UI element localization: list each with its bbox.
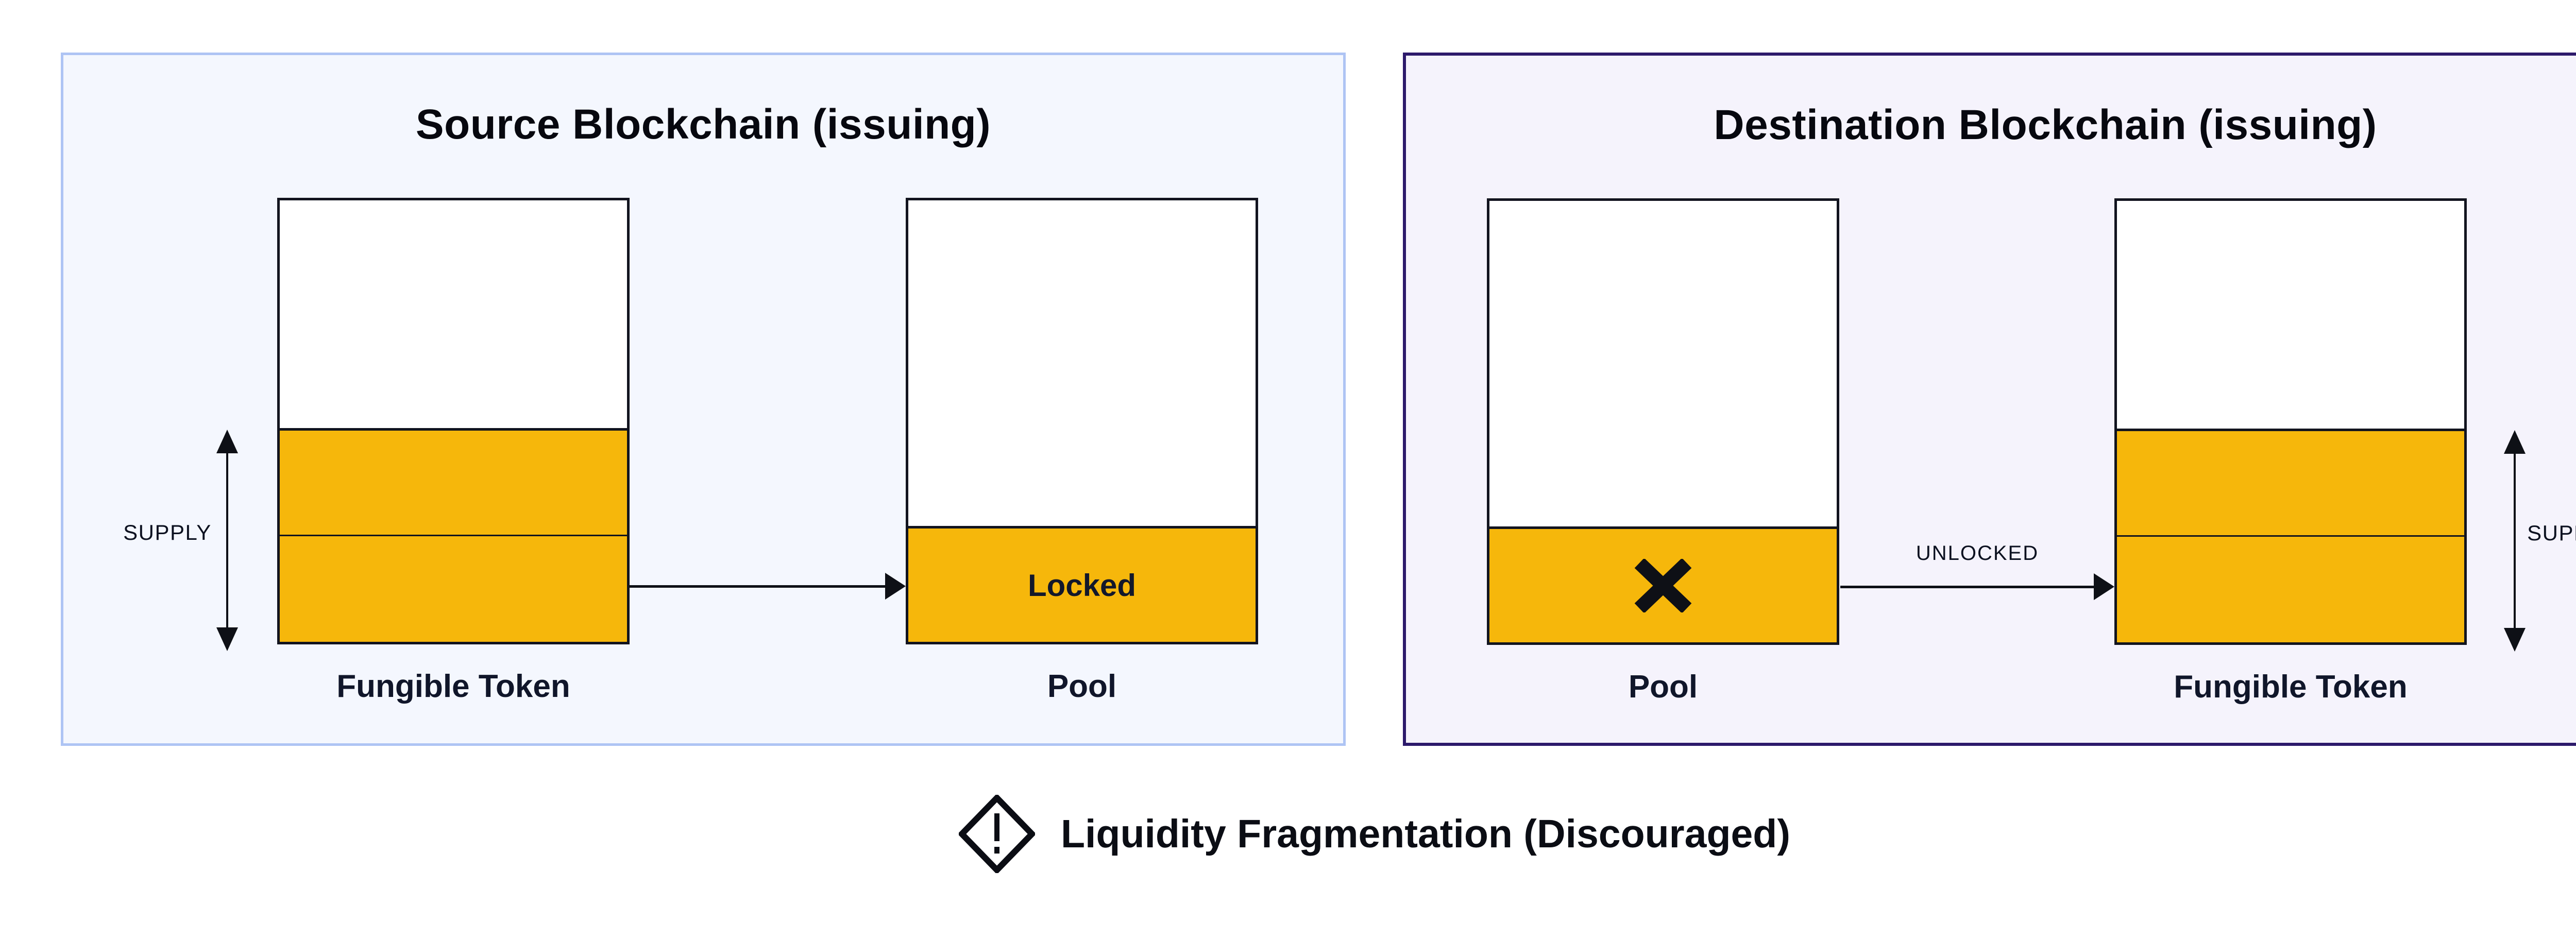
double-arrow-vertical-icon — [2503, 430, 2526, 652]
destination-fungible-token-box — [2114, 198, 2467, 645]
caption-text: Liquidity Fragmentation (Discouraged) — [1060, 811, 1790, 856]
destination-panel-title: Destination Blockchain (issuing) — [1714, 101, 2377, 148]
source-pool-locked-segment: Locked — [908, 526, 1256, 642]
source-blockchain-panel: Source Blockchain (issuing) Locked SUPPL… — [61, 53, 1346, 746]
caption: Liquidity Fragmentation (Discouraged) — [0, 795, 2576, 873]
destination-token-box-label: Fungible Token — [2174, 669, 2408, 705]
source-fungible-token-box — [277, 198, 630, 644]
destination-pool-box-label: Pool — [1628, 669, 1698, 705]
source-pool-empty-segment — [908, 200, 1256, 526]
destination-token-supply-upper-segment — [2117, 429, 2464, 535]
arrow-head — [885, 573, 906, 600]
source-token-box-label: Fungible Token — [336, 669, 570, 704]
unlocked-label: UNLOCKED — [1916, 542, 2039, 565]
arrow-shaft — [2514, 450, 2516, 632]
double-arrow-vertical-icon — [216, 430, 239, 651]
source-token-supply-upper-segment — [280, 428, 627, 535]
destination-token-supply-lower-segment — [2117, 535, 2464, 642]
source-panel-title: Source Blockchain (issuing) — [415, 101, 991, 148]
arrow-head-down — [216, 627, 238, 651]
arrow-head — [2094, 573, 2114, 600]
source-pool-box: Locked — [906, 198, 1258, 644]
destination-pool-box — [1487, 198, 1839, 645]
arrow-shaft — [1840, 585, 2096, 588]
arrow-head-down — [2504, 628, 2526, 652]
destination-pool-unlocked-segment — [1489, 526, 1837, 642]
source-token-supply-lower-segment — [280, 535, 627, 642]
source-supply-label: SUPPLY — [123, 520, 212, 544]
source-token-unminted-segment — [280, 200, 627, 428]
destination-token-unminted-segment — [2117, 201, 2464, 429]
destination-pool-empty-segment — [1489, 201, 1837, 526]
arrow-shaft — [630, 585, 887, 588]
arrow-right-icon — [630, 572, 906, 601]
destination-blockchain-panel: Destination Blockchain (issuing) UNLOCKE… — [1403, 53, 2576, 746]
arrow-right-icon — [1840, 572, 2114, 601]
arrow-shaft — [226, 449, 228, 632]
locked-label: Locked — [1027, 568, 1137, 603]
x-mark-icon — [1634, 559, 1692, 612]
source-pool-box-label: Pool — [1047, 669, 1117, 704]
warning-diamond-icon — [958, 795, 1035, 873]
destination-supply-label: SUPPLY — [2527, 521, 2576, 545]
